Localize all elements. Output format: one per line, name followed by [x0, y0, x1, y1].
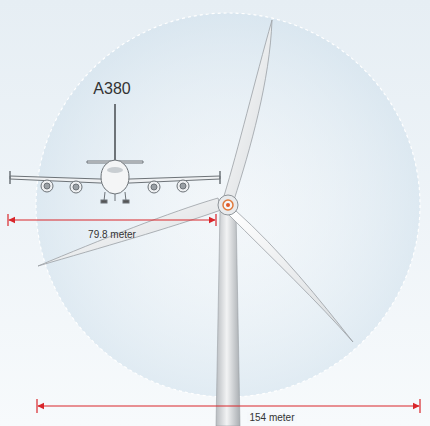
- hub-center: [223, 200, 233, 210]
- dimension-line: [8, 214, 216, 226]
- aircraft-name: A380: [93, 80, 130, 98]
- hub-dot: [226, 203, 230, 207]
- dimension-line: [37, 399, 420, 413]
- a380-front-view: [10, 104, 220, 203]
- hub: [218, 195, 238, 215]
- turbine-blades: [38, 20, 353, 342]
- tower: [216, 210, 240, 426]
- dimension-label: 154 meter: [247, 412, 296, 423]
- dimension-label: 79.8 meter: [88, 229, 136, 240]
